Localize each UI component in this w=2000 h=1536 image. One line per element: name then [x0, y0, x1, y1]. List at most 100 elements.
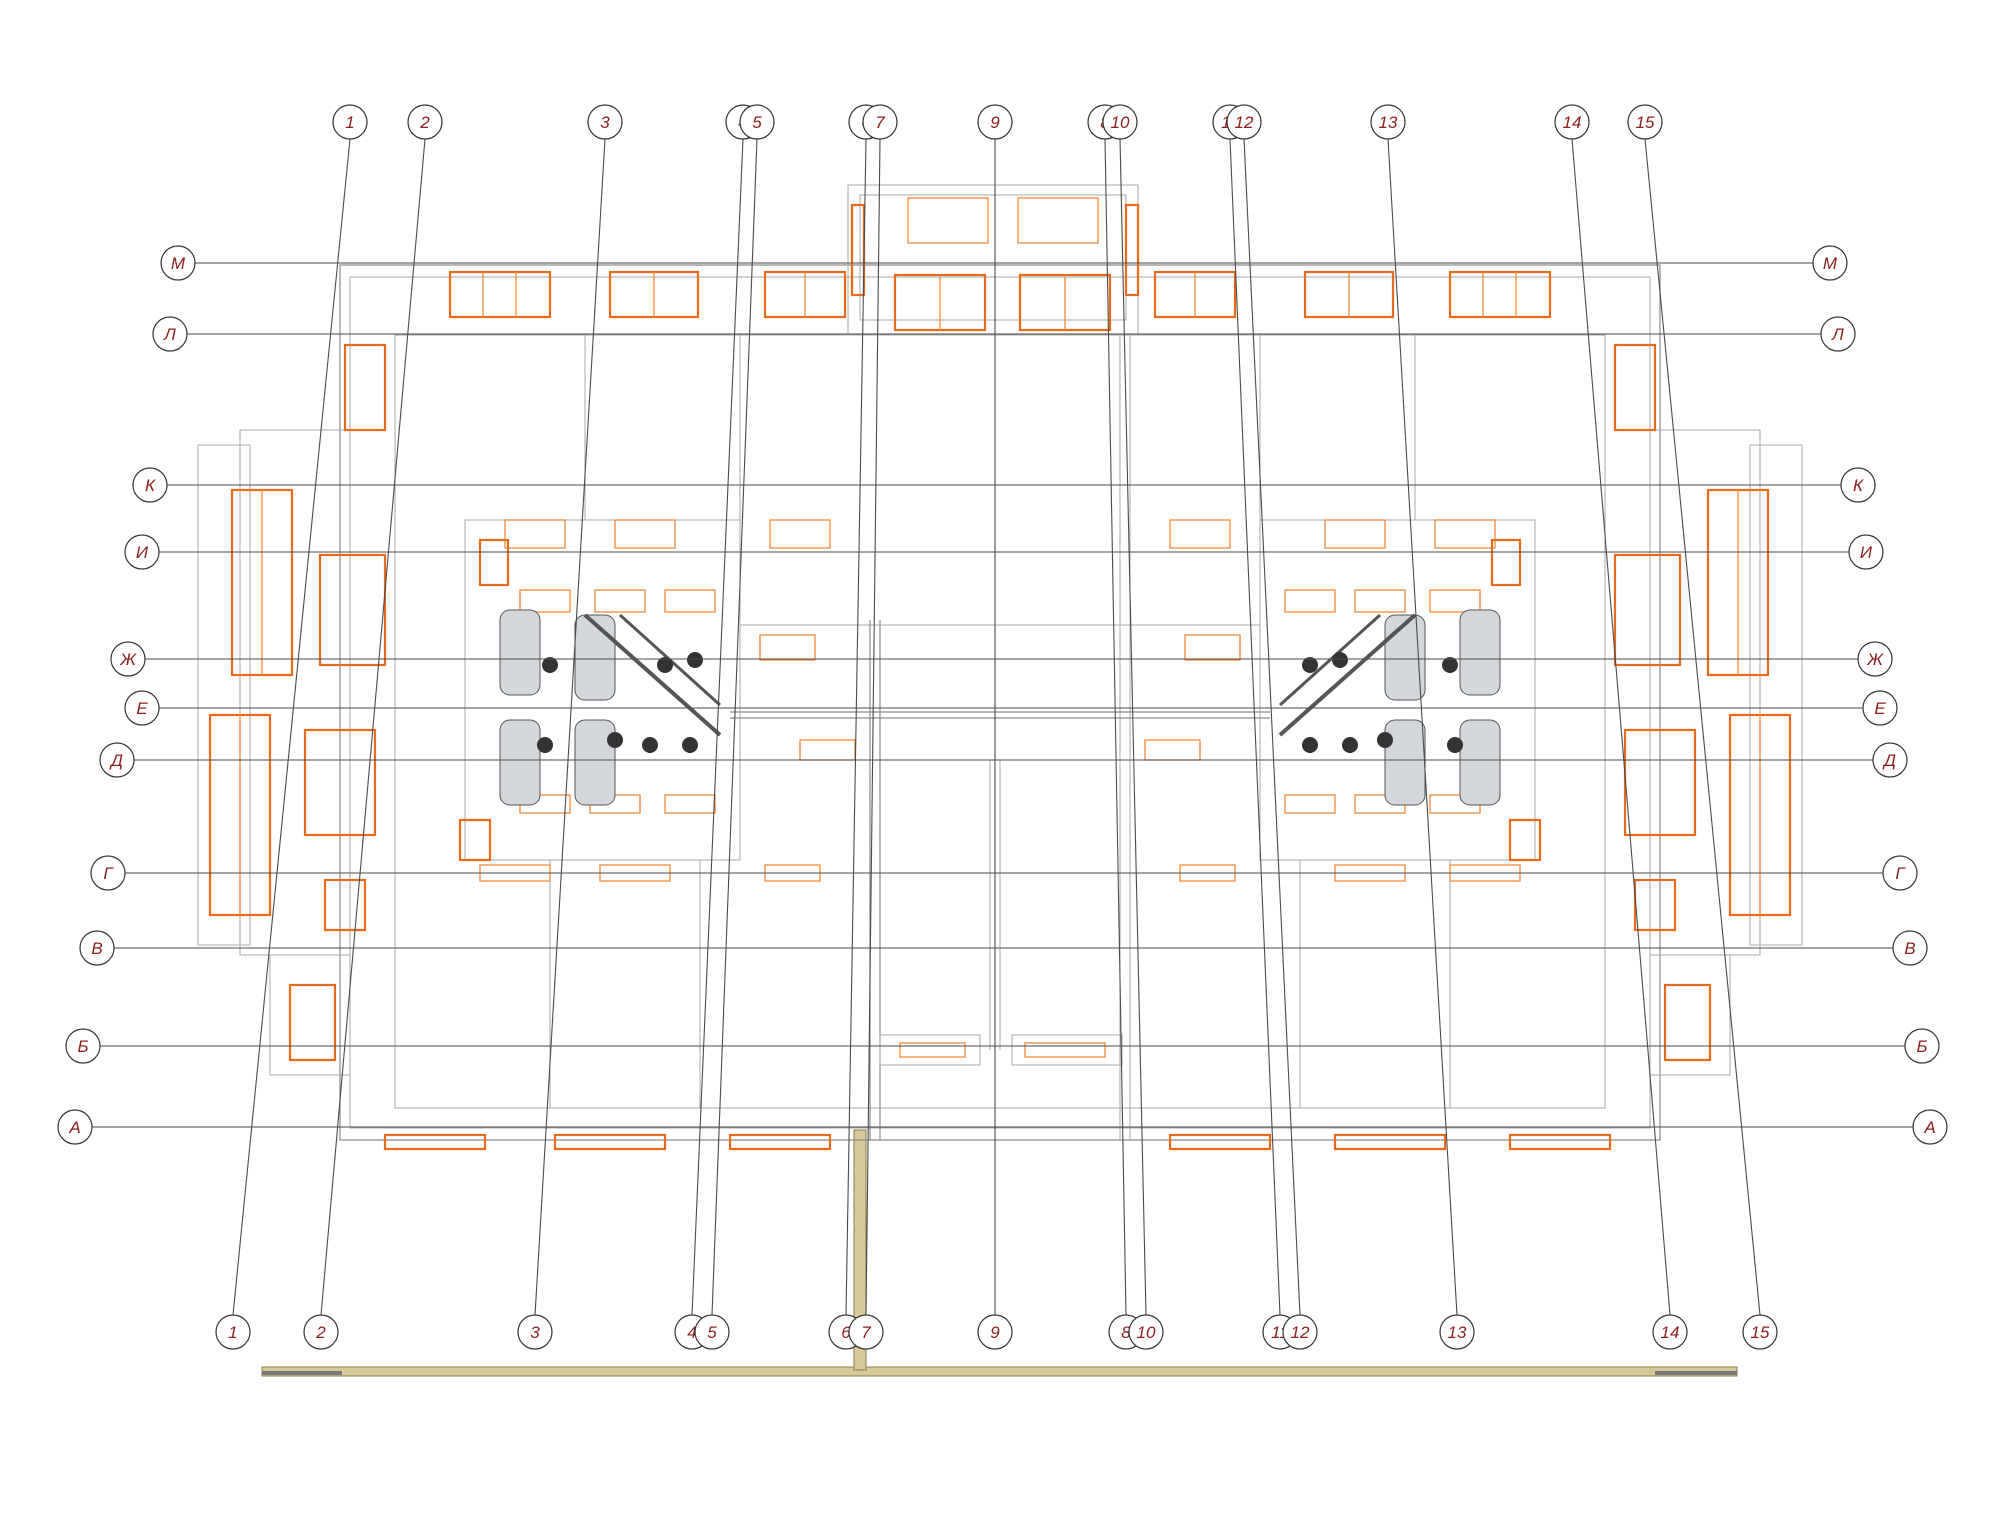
axis-bubble-left-В-circle: [79, 930, 115, 966]
axis-bubble-left-Б-circle: [65, 1028, 101, 1064]
axis-bubble-right-Д: Д: [1872, 742, 1908, 778]
axis-bubble-right-Е: Е: [1862, 690, 1898, 726]
axis-bubble-bottom-3-label: 3: [530, 1323, 540, 1342]
axis-bubble-right-И-label: И: [1860, 543, 1873, 562]
axis-bubble-top-7-circle: [862, 104, 898, 140]
axis-bubble-left-Л: Л: [152, 316, 188, 352]
axis-bubble-bottom-14-label: 14: [1661, 1323, 1680, 1342]
axis-bubble-left-Е-circle: [124, 690, 160, 726]
axis-bubble-left-И: И: [124, 534, 160, 570]
building-walls: [197, 184, 1803, 1141]
axis-bubble-right-К-circle: [1840, 467, 1876, 503]
axis-bubble-top-1-circle: [332, 104, 368, 140]
axis-bubble-top-7-label: 7: [875, 113, 885, 132]
axis-bubble-bottom-15-label: 15: [1751, 1323, 1770, 1342]
axis-bubble-left-Г: Г: [90, 855, 126, 891]
axis-bubble-left-М-circle: [160, 245, 196, 281]
axis-bubble-bottom-13-label: 13: [1448, 1323, 1467, 1342]
axis-line-v-10: [1119, 138, 1147, 1316]
axis-bubble-left-К-circle: [132, 467, 168, 503]
axis-bubble-top-3: 3: [587, 104, 623, 140]
axis-bubble-top-13-label: 13: [1379, 113, 1398, 132]
axis-bubble-right-Л-circle: [1820, 316, 1856, 352]
axis-bubble-left-М-label: М: [171, 254, 186, 273]
axis-bubble-bottom-10-label: 10: [1137, 1323, 1156, 1342]
axis-bubble-bottom-12: 12: [1282, 1314, 1318, 1350]
axis-bubble-top-2: 2: [407, 104, 443, 140]
axis-bubble-bottom-13-circle: [1439, 1314, 1475, 1350]
axis-bubble-top-2-label: 2: [419, 113, 430, 132]
axis-bubble-left-М: М: [160, 245, 196, 281]
axis-bubble-top-3-circle: [587, 104, 623, 140]
axis-bubble-left-Е-label: Е: [136, 699, 148, 718]
axis-bubble-right-Г: Г: [1882, 855, 1918, 891]
axis-bubble-bottom-5-label: 5: [707, 1323, 717, 1342]
axis-bubble-bottom-2-circle: [303, 1314, 339, 1350]
axis-bubble-right-Д-label: Д: [1882, 751, 1896, 770]
axis-bubble-left-Ж-circle: [110, 641, 146, 677]
axis-bubble-left-А-label: А: [68, 1118, 80, 1137]
axis-bubble-top-12-circle: [1226, 104, 1262, 140]
axis-bubble-left-В: В: [79, 930, 115, 966]
axis-bubble-right-А: А: [1912, 1109, 1948, 1145]
axis-bubble-top-15-label: 15: [1636, 113, 1655, 132]
axis-bubble-bottom-13: 13: [1439, 1314, 1475, 1350]
axis-bubble-top-14-label: 14: [1563, 113, 1582, 132]
axis-bubble-left-К: К: [132, 467, 168, 503]
axis-line-v-15: [1644, 138, 1761, 1316]
axis-bubble-bottom-1: 1: [215, 1314, 251, 1350]
axis-bubble-bottom-15: 15: [1742, 1314, 1778, 1350]
axis-bubble-bottom-9-circle: [977, 1314, 1013, 1350]
axis-bubble-left-В-label: В: [91, 939, 102, 958]
axis-line-v-12: [1243, 138, 1301, 1316]
axis-bubble-top-10: 10: [1102, 104, 1138, 140]
axis-bubble-top-13: 13: [1370, 104, 1406, 140]
axis-lines: [92, 138, 1913, 1316]
axis-bubble-bottom-3: 3: [517, 1314, 553, 1350]
axis-bubble-left-И-label: И: [136, 543, 149, 562]
axis-line-v-2: [320, 138, 426, 1316]
axis-bubble-bottom-7: 7: [848, 1314, 884, 1350]
axis-bubble-right-А-circle: [1912, 1109, 1948, 1145]
axis-bubble-bottom-9-label: 9: [990, 1323, 1000, 1342]
bathroom-fixtures: [499, 609, 1501, 806]
axis-bubble-top-15: 15: [1627, 104, 1663, 140]
axis-bubble-left-И-circle: [124, 534, 160, 570]
axis-bubble-right-М: М: [1812, 245, 1848, 281]
axis-bubble-top-5-label: 5: [752, 113, 762, 132]
axis-bubble-left-Д-label: Д: [109, 751, 123, 770]
axis-bubble-right-Б-label: Б: [1916, 1037, 1927, 1056]
axis-bubble-right-М-circle: [1812, 245, 1848, 281]
axis-bubble-bottom-1-label: 1: [228, 1323, 237, 1342]
axis-bubble-right-В-circle: [1892, 930, 1928, 966]
axis-bubble-top-2-circle: [407, 104, 443, 140]
axis-bubble-left-Г-label: Г: [103, 864, 114, 883]
axis-bubble-bottom-8-label: 8: [1121, 1323, 1131, 1342]
axis-bubble-top-7: 7: [862, 104, 898, 140]
axis-bubble-bottom-10: 10: [1128, 1314, 1164, 1350]
axis-bubble-top-13-circle: [1370, 104, 1406, 140]
axis-bubble-top-1-label: 1: [345, 113, 354, 132]
axis-bubble-top-14: 14: [1554, 104, 1590, 140]
axis-bubble-bottom-2-label: 2: [315, 1323, 326, 1342]
axis-bubble-right-И-circle: [1848, 534, 1884, 570]
axis-bubble-right-Д-circle: [1872, 742, 1908, 778]
axis-bubble-left-А: А: [57, 1109, 93, 1145]
axis-line-v-6: [845, 138, 867, 1316]
axis-bubble-top-10-circle: [1102, 104, 1138, 140]
axis-bubble-right-Б: Б: [1904, 1028, 1940, 1064]
axis-line-v-3: [534, 138, 606, 1316]
axis-bubble-top-14-circle: [1554, 104, 1590, 140]
axis-bubble-right-Б-circle: [1904, 1028, 1940, 1064]
axis-bubble-right-Л-label: Л: [1831, 325, 1844, 344]
axis-bubble-bottom-5: 5: [694, 1314, 730, 1350]
axis-bubble-top-5-circle: [739, 104, 775, 140]
axis-bubble-left-А-circle: [57, 1109, 93, 1145]
axis-bubble-left-Д-circle: [99, 742, 135, 778]
axis-line-v-7: [865, 138, 881, 1316]
axis-line-v-11: [1229, 138, 1281, 1316]
axis-bubble-right-Ж-label: Ж: [1866, 650, 1884, 669]
axis-bubble-right-И: И: [1848, 534, 1884, 570]
axis-bubble-right-М-label: М: [1823, 254, 1838, 273]
